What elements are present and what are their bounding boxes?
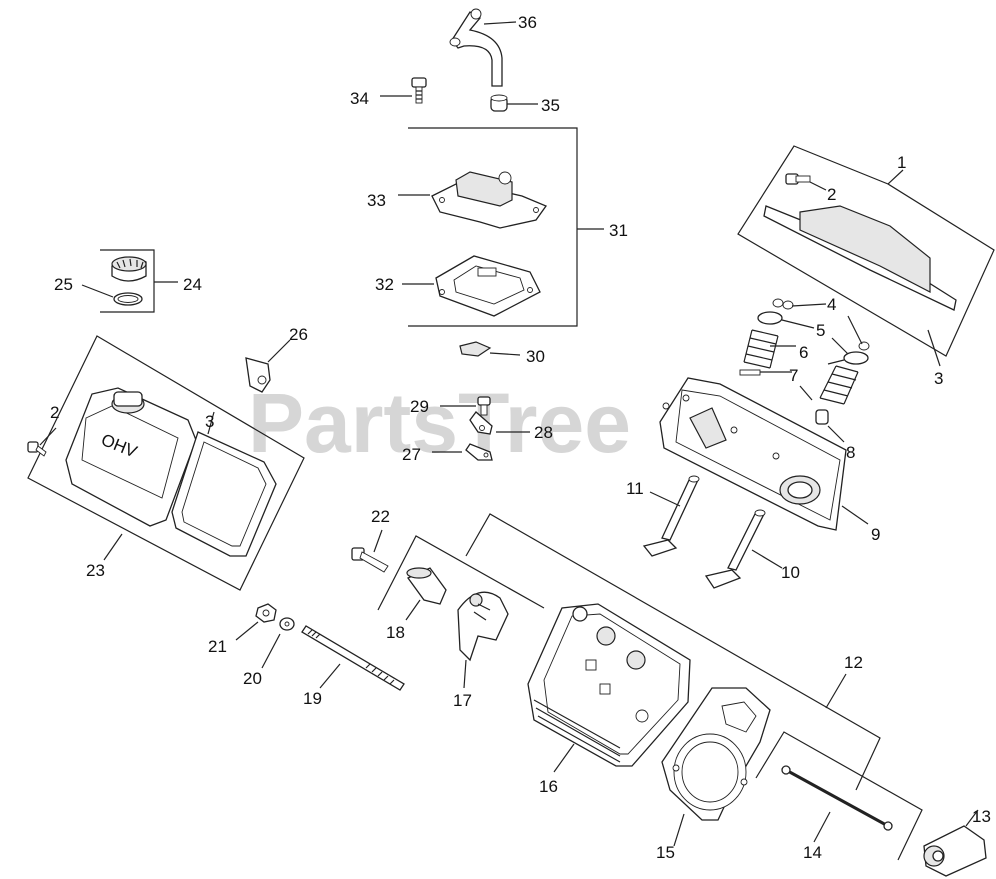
callout-15: 15 bbox=[656, 843, 675, 862]
breather-gasket-part[interactable] bbox=[435, 255, 541, 317]
callout-25: 25 bbox=[54, 275, 73, 294]
callout-36: 36 bbox=[518, 13, 537, 32]
push-rod-guide-part[interactable] bbox=[406, 567, 447, 605]
group-bracket-14 bbox=[755, 731, 923, 861]
callout-3: 3 bbox=[934, 369, 943, 388]
callout-26: 26 bbox=[289, 325, 308, 344]
callout-1: 1 bbox=[897, 153, 906, 172]
oil-fill-oring-part[interactable] bbox=[113, 292, 143, 306]
push-rod-part[interactable] bbox=[781, 765, 893, 831]
breather-cover-part[interactable] bbox=[431, 171, 548, 229]
callout-3b: 3 bbox=[205, 412, 214, 431]
callout-5: 5 bbox=[816, 321, 825, 340]
callout-7: 7 bbox=[789, 366, 798, 385]
callout-28: 28 bbox=[534, 423, 553, 442]
rocker-bolt-part[interactable] bbox=[785, 173, 811, 185]
cover-gasket-part[interactable] bbox=[171, 431, 277, 557]
group-bracket-17 bbox=[377, 535, 545, 611]
stud-19-part[interactable] bbox=[301, 625, 405, 691]
group-bracket-24 bbox=[100, 249, 155, 313]
callout-19: 19 bbox=[303, 689, 322, 708]
spring-retainer-part[interactable] bbox=[757, 311, 869, 365]
callout-30: 30 bbox=[526, 347, 545, 366]
callout-27: 27 bbox=[402, 445, 421, 464]
callout-23: 23 bbox=[86, 561, 105, 580]
callout-34: 34 bbox=[350, 89, 369, 108]
callout-4: 4 bbox=[827, 295, 836, 314]
callout-31: 31 bbox=[609, 221, 628, 240]
cylinder-head-part[interactable] bbox=[659, 377, 847, 531]
rocker-arm-17-part[interactable] bbox=[457, 591, 509, 662]
callout-29: 29 bbox=[410, 397, 429, 416]
callout-18: 18 bbox=[386, 623, 405, 642]
callout-22: 22 bbox=[371, 507, 390, 526]
screw-29-part[interactable] bbox=[477, 396, 491, 416]
rocker-arm-part[interactable] bbox=[763, 205, 957, 311]
callout-33: 33 bbox=[367, 191, 386, 210]
callout-9: 9 bbox=[871, 525, 880, 544]
retainer-28-part[interactable] bbox=[469, 411, 493, 435]
callout-14: 14 bbox=[803, 843, 822, 862]
callout-2b: 2 bbox=[50, 403, 59, 422]
callout-21: 21 bbox=[208, 637, 227, 656]
callout-13: 13 bbox=[972, 807, 991, 826]
callout-16: 16 bbox=[539, 777, 558, 796]
cover-screw-part[interactable] bbox=[27, 441, 47, 457]
grommet-35-part[interactable] bbox=[490, 94, 508, 112]
callout-6: 6 bbox=[799, 343, 808, 362]
callout-10: 10 bbox=[781, 563, 800, 582]
callout-32: 32 bbox=[375, 275, 394, 294]
bracket-26-part[interactable] bbox=[245, 357, 271, 393]
head-gasket-part[interactable] bbox=[661, 687, 771, 821]
callout-11: 11 bbox=[626, 479, 644, 498]
valve-seal-part[interactable] bbox=[739, 369, 829, 425]
tappet-part[interactable] bbox=[923, 825, 987, 877]
group-bracket-1 bbox=[737, 145, 995, 357]
exhaust-valve-part[interactable] bbox=[704, 509, 766, 589]
intake-valve-part[interactable] bbox=[642, 475, 700, 557]
callout-12: 12 bbox=[844, 653, 863, 672]
group-bracket-12 bbox=[465, 513, 881, 791]
group-bracket-31 bbox=[408, 127, 578, 327]
nut-21-part[interactable] bbox=[255, 603, 277, 623]
washer-20-part[interactable] bbox=[279, 617, 295, 631]
callout-20: 20 bbox=[243, 669, 262, 688]
valve-cover-part[interactable]: OHV bbox=[65, 387, 197, 527]
oil-fill-cap-part[interactable] bbox=[111, 256, 147, 282]
callout-35: 35 bbox=[541, 96, 560, 115]
callout-2: 2 bbox=[827, 185, 836, 204]
cylinder-head-16-part[interactable] bbox=[527, 603, 691, 767]
callout-24: 24 bbox=[183, 275, 202, 294]
valve-keepers-part[interactable] bbox=[772, 298, 870, 351]
retainer-27-part[interactable] bbox=[465, 443, 493, 461]
callout-17: 17 bbox=[453, 691, 472, 710]
breather-tube-part[interactable] bbox=[449, 8, 503, 87]
group-bracket-23 bbox=[27, 335, 305, 591]
breather-reed-part[interactable] bbox=[459, 341, 492, 357]
watermark-text: PartsTree bbox=[248, 376, 631, 470]
valve-spring-part[interactable] bbox=[743, 329, 859, 405]
callout-8: 8 bbox=[846, 443, 855, 462]
head-bolt-part[interactable] bbox=[351, 547, 389, 573]
screw-34-part[interactable] bbox=[411, 77, 427, 104]
